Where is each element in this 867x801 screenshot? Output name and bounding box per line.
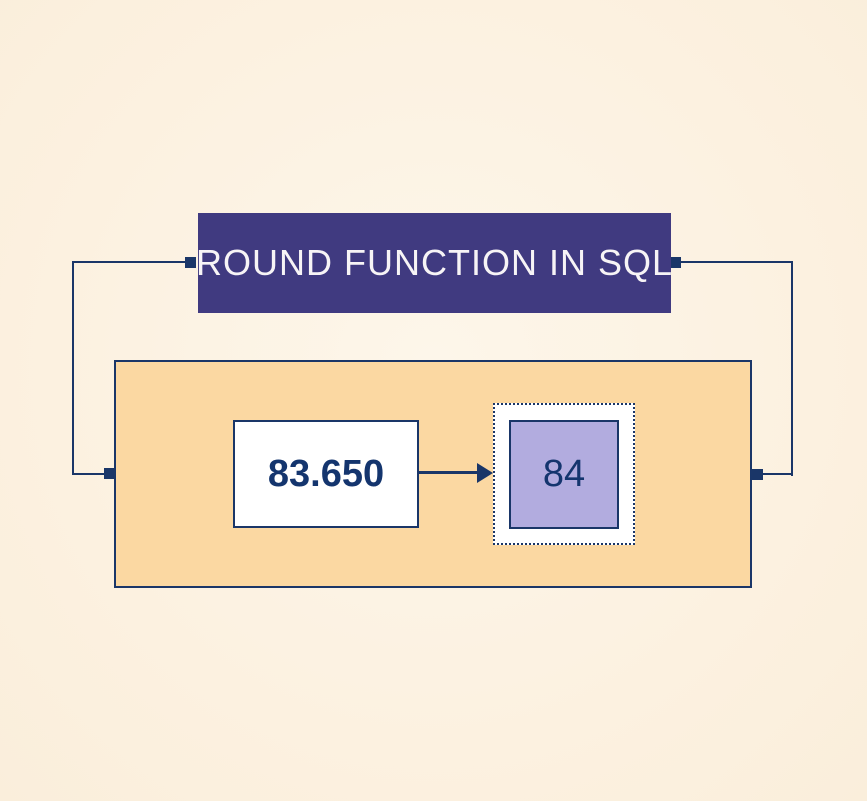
right-arrow-icon	[419, 471, 481, 474]
connector-line-right-vertical	[791, 261, 793, 476]
connector-line-left-vertical	[72, 261, 74, 475]
connector-line-right-bottom	[752, 473, 793, 475]
output-value: 84	[542, 452, 586, 495]
right-arrow-head-icon	[477, 463, 493, 483]
square-connector-icon	[104, 468, 115, 479]
connector-line-left-bottom	[72, 473, 116, 475]
result-frame: 84	[493, 403, 635, 545]
title-banner: ROUND FUNCTION IN SQL	[196, 213, 674, 313]
input-value-box: 83.650	[233, 420, 419, 528]
square-connector-icon	[752, 469, 763, 480]
square-connector-icon	[670, 257, 681, 268]
example-panel	[114, 360, 752, 588]
input-value: 83.650	[267, 452, 385, 495]
square-connector-icon	[185, 257, 196, 268]
diagram-title: ROUND FUNCTION IN SQL	[196, 242, 674, 283]
connector-line-left-top	[72, 261, 191, 263]
connector-line-right-top	[674, 261, 793, 263]
result-value-box: 84	[509, 419, 619, 529]
